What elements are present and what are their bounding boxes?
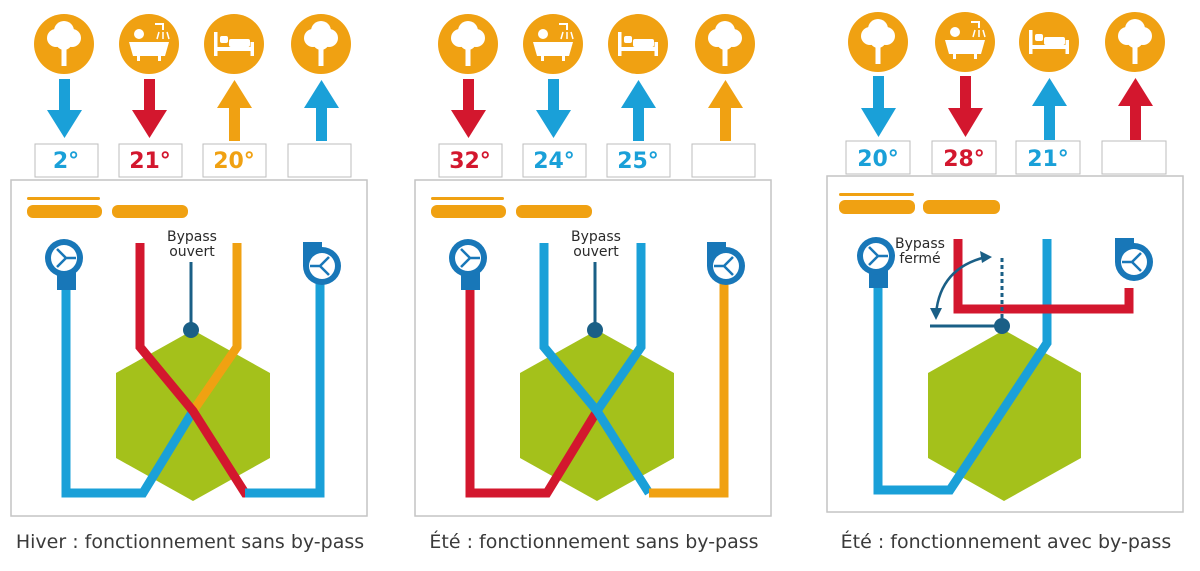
temp-box-3: [1015, 140, 1081, 175]
tree-icon: [304, 21, 338, 66]
bed-icon: [1029, 30, 1069, 54]
fan-left: [857, 237, 895, 288]
bypass-label-line2: fermé: [899, 251, 940, 267]
bath-icon: [129, 23, 170, 61]
duct-extract: [539, 243, 653, 496]
arrow-2-down: [948, 76, 983, 137]
bypass-label-line1: Bypass: [571, 229, 621, 245]
duct-supply-crossing: [189, 243, 242, 414]
temp-value-3: 25°: [617, 149, 659, 174]
arrow-1-down: [47, 79, 82, 138]
tree-icon: [861, 19, 895, 64]
arrow-3-up: [217, 80, 252, 141]
temp-box-2: [522, 143, 587, 178]
panel-caption: Été : fonctionnement sans by-pass: [429, 531, 759, 553]
icon-slot-4: [695, 14, 755, 74]
duct-outdoor-supply: [61, 280, 197, 498]
temp-value-2: 24°: [533, 149, 575, 174]
bed-icon: [618, 32, 658, 56]
panel-ete-sans-bypass: 32° 24° 25° Bypass ouvert: [404, 0, 784, 571]
arrow-2-down: [536, 79, 571, 138]
bath-icon: [945, 21, 986, 59]
bypass-label-line2: ouvert: [573, 244, 619, 260]
temp-value-2: 21°: [129, 149, 171, 174]
bypass-label-line1: Bypass: [167, 229, 217, 245]
panel-hiver-diagram: 2° 21° 20°: [10, 14, 368, 517]
filter-bars: [27, 197, 188, 218]
duct-exhaust-return: [649, 280, 729, 498]
temp-box-4: [691, 143, 756, 178]
panel-caption: Hiver : fonctionnement sans by-pass: [15, 531, 365, 553]
bypass-pivot: [994, 318, 1010, 334]
filter-bars: [431, 197, 592, 218]
arrow-2-down: [132, 79, 167, 138]
bypass-rotation-arrow: [934, 255, 987, 315]
fan-right: [1115, 238, 1153, 281]
tree-icon: [451, 21, 485, 66]
duct-supply-crossing: [593, 243, 646, 414]
panel-ete-avec-bypass: 20° 28° 21° Bypass: [816, 0, 1196, 571]
temp-box-2: [931, 140, 997, 175]
fan-right: [707, 242, 745, 285]
temp-value-1: 20°: [857, 147, 899, 172]
bypass-pivot: [587, 322, 603, 338]
icon-slot-1: [34, 14, 94, 74]
arrow-4-up: [1118, 78, 1153, 140]
bed-icon: [214, 32, 254, 56]
icon-slot-3: [608, 14, 668, 74]
icon-slot-4: [1105, 12, 1165, 72]
arrow-4-up: [304, 80, 339, 141]
temp-box-1: [845, 140, 911, 175]
panel-ete-avec-bypass-diagram: 20° 28° 21° Bypass: [826, 12, 1184, 513]
icon-slot-4: [291, 14, 351, 74]
tree-icon: [1118, 19, 1152, 64]
duct-exhaust-return: [245, 280, 325, 498]
icon-slot-3: [204, 14, 264, 74]
panel-hiver: 2° 21° 20°: [0, 0, 380, 571]
panel-ete-sans-bypass-diagram: 32° 24° 25° Bypass ouvert: [414, 14, 772, 517]
icon-slot-1: [848, 12, 908, 72]
arrow-1-down: [861, 76, 896, 137]
icon-slot-2: [523, 14, 583, 74]
temp-value-1: 32°: [449, 149, 491, 174]
arrow-1-down: [451, 79, 486, 138]
tree-icon: [47, 21, 81, 66]
filter-bars: [839, 193, 1000, 214]
bypass-pivot: [183, 322, 199, 338]
temp-box-1: [34, 143, 99, 178]
arrow-4-up: [708, 80, 743, 141]
temp-value-3: 20°: [213, 149, 255, 174]
icon-slot-2: [119, 14, 179, 74]
bypass-arrow-head-bottom: [930, 308, 942, 320]
temp-value-3: 21°: [1027, 147, 1069, 172]
icon-slot-1: [438, 14, 498, 74]
tree-icon: [708, 21, 742, 66]
panel-caption: Été : fonctionnement avec by-pass: [840, 531, 1172, 553]
temp-box-3: [202, 143, 267, 178]
temp-box-4: [287, 143, 352, 178]
temp-box-2: [118, 143, 183, 178]
temp-box-4: [1101, 140, 1167, 175]
bypass-label-line2: ouvert: [169, 244, 215, 260]
arrow-3-up: [621, 80, 656, 141]
temp-box-3: [606, 143, 671, 178]
fan-left: [45, 239, 83, 290]
duct-extract-bypassed: [953, 239, 1134, 314]
bypass-label-line1: Bypass: [895, 236, 945, 252]
arrow-3-up: [1032, 78, 1067, 140]
temp-value-2: 28°: [943, 147, 985, 172]
fan-left: [449, 239, 487, 290]
bath-icon: [533, 23, 574, 61]
fan-right: [303, 242, 341, 285]
temp-box-1: [438, 143, 503, 178]
bypass-arrow-head-top: [980, 251, 992, 263]
icon-slot-3: [1019, 12, 1079, 72]
icon-slot-2: [935, 12, 995, 72]
temp-value-1: 2°: [53, 149, 79, 174]
duct-outdoor-supply: [465, 280, 601, 498]
